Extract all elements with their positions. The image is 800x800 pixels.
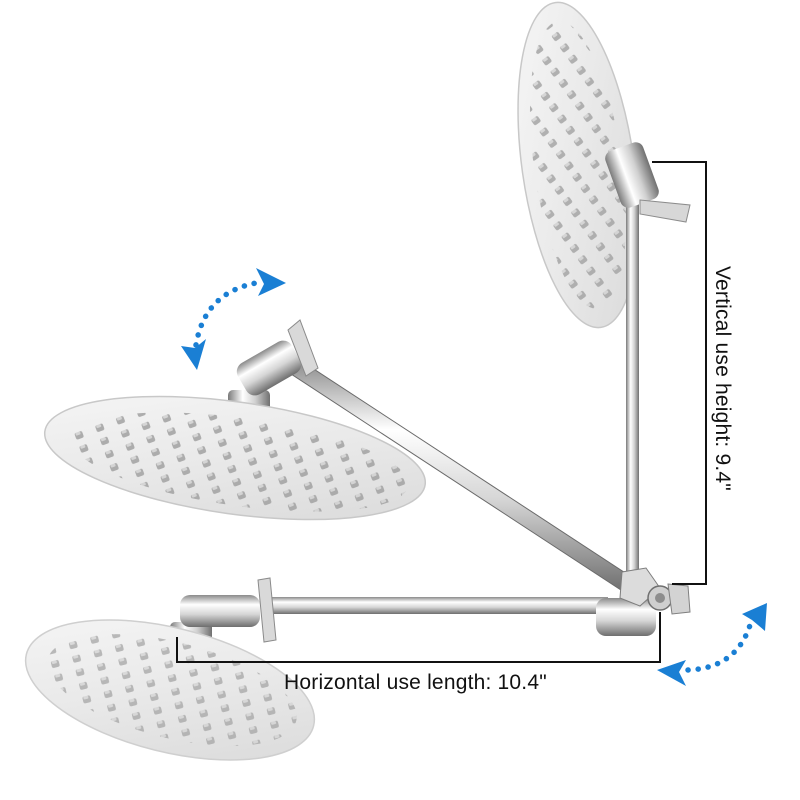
shower-head-horizontal bbox=[24, 619, 316, 761]
curved-double-arrow-icon bbox=[657, 603, 767, 686]
horizontal-arm bbox=[180, 577, 608, 643]
horizontal-dimension-line bbox=[176, 612, 661, 663]
shower-head-angled bbox=[43, 390, 427, 521]
vertical-height-label: Vertical use height: 9.4" bbox=[711, 266, 734, 491]
curved-double-arrow-icon bbox=[181, 268, 286, 370]
pivot-joint bbox=[596, 567, 691, 636]
horizontal-length-label: Horizontal use length: 10.4" bbox=[284, 671, 547, 694]
shower-head-vertical bbox=[517, 1, 639, 329]
vertical-dimension-line bbox=[652, 161, 707, 585]
vertical-arm bbox=[605, 142, 691, 585]
